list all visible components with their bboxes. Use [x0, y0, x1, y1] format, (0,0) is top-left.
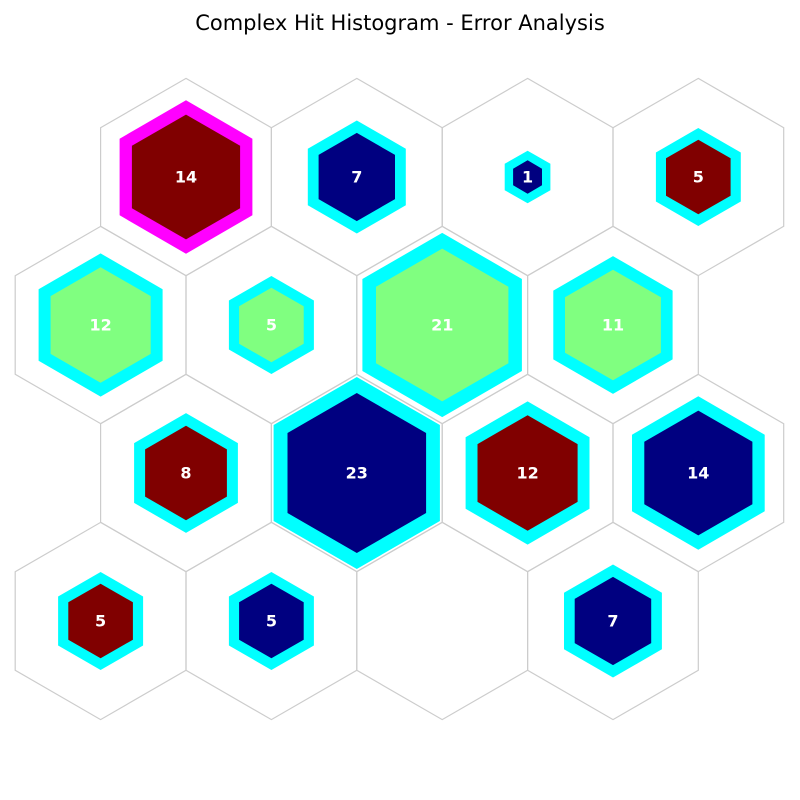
- hex-count-label: 5: [95, 612, 106, 631]
- chart-title: Complex Hit Histogram - Error Analysis: [195, 11, 605, 35]
- hex-bin: [239, 287, 304, 363]
- hex-bin: [287, 393, 427, 553]
- hex-count-label: 21: [431, 316, 453, 335]
- hex-count-label: 23: [346, 464, 368, 483]
- hex-count-label: 5: [266, 612, 277, 631]
- hex-bin: [477, 415, 578, 531]
- hex-labels: 14 7 1 5 12 5 21 11 8 23 12 14 5 5 7: [89, 168, 709, 631]
- hex-bin: [131, 114, 241, 240]
- hex-count-label: 5: [266, 316, 277, 335]
- hex-count-label: 7: [351, 168, 362, 187]
- hex-count-label: 14: [687, 464, 709, 483]
- hex-count-label: 1: [522, 168, 533, 187]
- hex-bins: [38, 100, 765, 678]
- hex-cell-outline: [526, 521, 699, 721]
- hex-bin: [239, 583, 304, 659]
- hex-bin: [565, 269, 661, 381]
- hex-count-label: 8: [180, 464, 191, 483]
- hex-bin: [145, 425, 227, 521]
- hex-count-label: 12: [89, 316, 111, 335]
- hex-bin: [68, 583, 133, 659]
- hex-bin: [666, 139, 731, 215]
- hex-count-label: 7: [607, 612, 618, 631]
- hex-count-label: 12: [516, 464, 538, 483]
- hex-count-label: 14: [175, 168, 197, 187]
- hex-count-label: 5: [693, 168, 704, 187]
- hex-grid: [14, 77, 785, 721]
- hex-bin: [644, 410, 753, 536]
- hex-bin: [376, 248, 509, 402]
- hex-count-label: 11: [602, 316, 624, 335]
- hex-bin: [318, 132, 395, 222]
- hex-bin: [513, 160, 542, 194]
- hex-bin: [574, 576, 652, 666]
- hex-bin: [50, 267, 151, 383]
